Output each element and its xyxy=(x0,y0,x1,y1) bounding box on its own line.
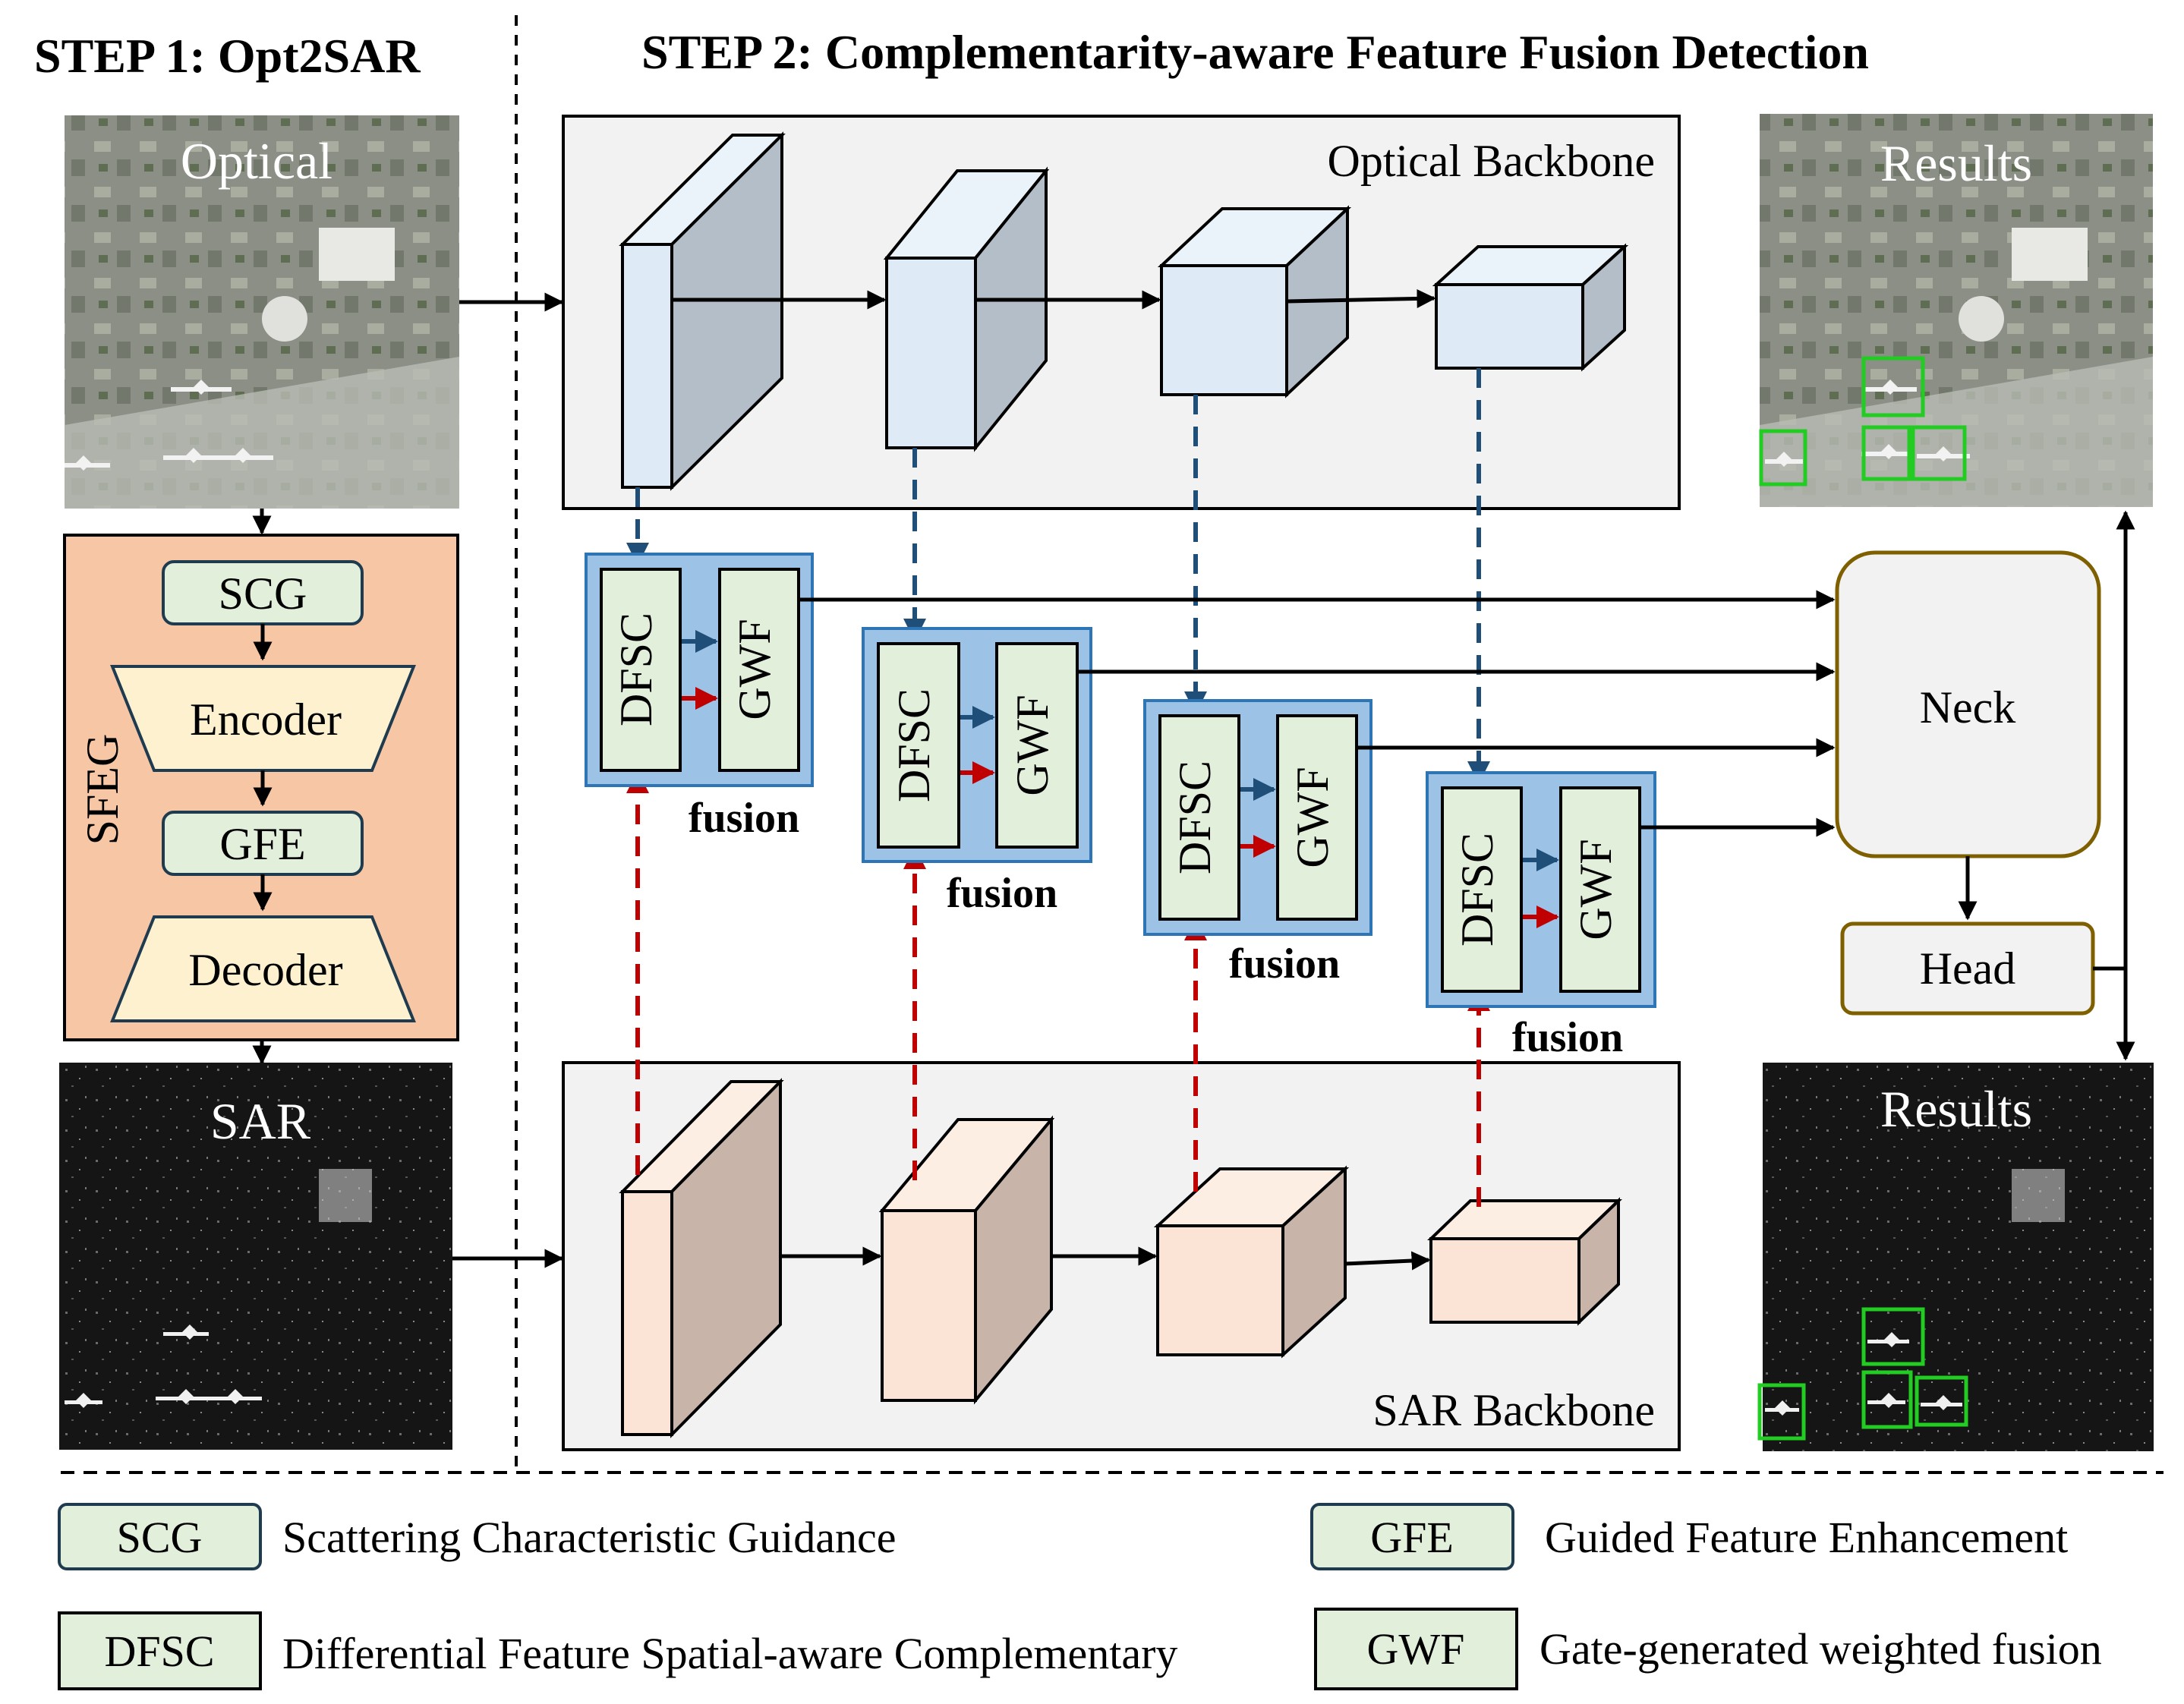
sar-feature-cube-1 xyxy=(619,1078,784,1438)
legend-abbr: DFSC xyxy=(104,1627,214,1676)
legend-desc: Guided Feature Enhancement xyxy=(1545,1513,2068,1562)
legend-abbr: GFE xyxy=(1370,1513,1454,1562)
decoder-block xyxy=(110,915,416,1022)
airplane-icon xyxy=(65,380,273,471)
airplane-icon xyxy=(65,1324,262,1408)
dfsc-module xyxy=(1158,714,1240,921)
gwf-label: GWF xyxy=(1287,767,1338,868)
optical-backbone: Optical Backbone xyxy=(562,115,1681,510)
fusion-label: fusion xyxy=(1229,940,1340,987)
sfeg-label: SFEG xyxy=(77,734,128,846)
legend-item-gwf: GWF Gate-generated weighted fusion xyxy=(1314,1608,2102,1690)
detection-boxes xyxy=(1759,356,1967,487)
head-label: Head xyxy=(1920,943,2016,994)
step1-title: STEP 1: Opt2SAR xyxy=(34,29,421,83)
dfsc-label: DFSC xyxy=(1452,833,1502,946)
neck-label: Neck xyxy=(1920,682,2016,732)
results-bottom-label: Results xyxy=(1880,1080,2032,1138)
gwf-label: GWF xyxy=(730,619,780,720)
optical-image: Optical xyxy=(65,115,459,509)
arrow-opt-3-4 xyxy=(1286,288,1436,308)
gwf-module xyxy=(1276,714,1358,921)
fusion-label: fusion xyxy=(947,870,1057,917)
sar-backbone: SAR Backbone xyxy=(562,1061,1681,1451)
scg-label: SCG xyxy=(219,569,307,619)
sar-label: SAR xyxy=(210,1092,311,1150)
legend-desc: Gate-generated weighted fusion xyxy=(1540,1624,2102,1674)
airplane-icon xyxy=(1765,380,1970,467)
optical-feature-cube-2 xyxy=(883,166,1050,452)
optical-label: Optical xyxy=(181,132,332,190)
optical-feature-cube-4 xyxy=(1432,243,1629,372)
legend-desc: Differential Feature Spatial-aware Compl… xyxy=(282,1629,1177,1678)
gfe-label: GFE xyxy=(219,819,305,869)
decoder-label: Decoder xyxy=(188,945,342,995)
gwf-module xyxy=(1559,786,1641,993)
results-top-label: Results xyxy=(1880,134,2032,192)
gwf-module xyxy=(995,642,1079,849)
fusion-label: fusion xyxy=(689,795,799,842)
sar-feature-cube-3 xyxy=(1153,1165,1350,1359)
step2-title: STEP 2: Complementarity-aware Feature Fu… xyxy=(641,25,1869,79)
results-optical-image: Results xyxy=(1759,114,2153,507)
legend: SCG Scattering Characteristic Guidance G… xyxy=(58,1503,2102,1690)
dfsc-label: DFSC xyxy=(889,688,939,802)
sar-feature-cube-2 xyxy=(878,1115,1055,1405)
optical-feature-cube-1 xyxy=(619,131,786,491)
gwf-label: GWF xyxy=(1007,695,1057,795)
legend-abbr: GWF xyxy=(1367,1624,1465,1674)
dfsc-module xyxy=(877,642,960,849)
optical-backbone-label: Optical Backbone xyxy=(1327,136,1655,186)
sar-to-fusion-links xyxy=(626,770,1490,1207)
fusion-label: fusion xyxy=(1512,1014,1623,1061)
fusion-block-3: DFSC GWF fusion xyxy=(1143,699,1372,987)
legend-desc: Scattering Characteristic Guidance xyxy=(282,1513,896,1562)
dfsc-label: DFSC xyxy=(1170,761,1220,874)
legend-item-scg: SCG Scattering Characteristic Guidance xyxy=(58,1503,896,1570)
airplane-icon xyxy=(1765,1332,1962,1416)
optical-to-fusion-links xyxy=(626,368,1490,784)
dfsc-label: DFSC xyxy=(611,613,661,726)
sar-image: SAR xyxy=(59,1063,452,1450)
encoder-label: Encoder xyxy=(190,695,342,745)
dfsc-module xyxy=(1441,786,1523,993)
arrow-sar-3-4 xyxy=(1344,1251,1431,1271)
legend-item-gfe: GFE Guided Feature Enhancement xyxy=(1310,1503,2068,1570)
dfsc-module xyxy=(600,568,682,772)
detection-boxes xyxy=(1757,1307,1968,1441)
sfeg-panel: SFEG SCG Encoder GFE Decoder xyxy=(63,534,459,1041)
fusion-to-neck-links xyxy=(799,590,1836,837)
gwf-module xyxy=(718,568,800,772)
fusion-block-2: DFSC GWF fusion xyxy=(862,627,1092,917)
results-sar-image: Results xyxy=(1757,1063,2154,1451)
legend-item-dfsc: DFSC Differential Feature Spatial-aware … xyxy=(58,1611,1177,1690)
fusion-block-4: DFSC GWF fusion xyxy=(1426,771,1656,1061)
legend-abbr: SCG xyxy=(117,1513,203,1562)
sar-backbone-label: SAR Backbone xyxy=(1372,1385,1655,1435)
gwf-label: GWF xyxy=(1571,839,1621,940)
encoder-block xyxy=(110,665,416,772)
fusion-block-1: DFSC GWF fusion xyxy=(585,553,814,842)
sar-feature-cube-4 xyxy=(1427,1197,1622,1326)
